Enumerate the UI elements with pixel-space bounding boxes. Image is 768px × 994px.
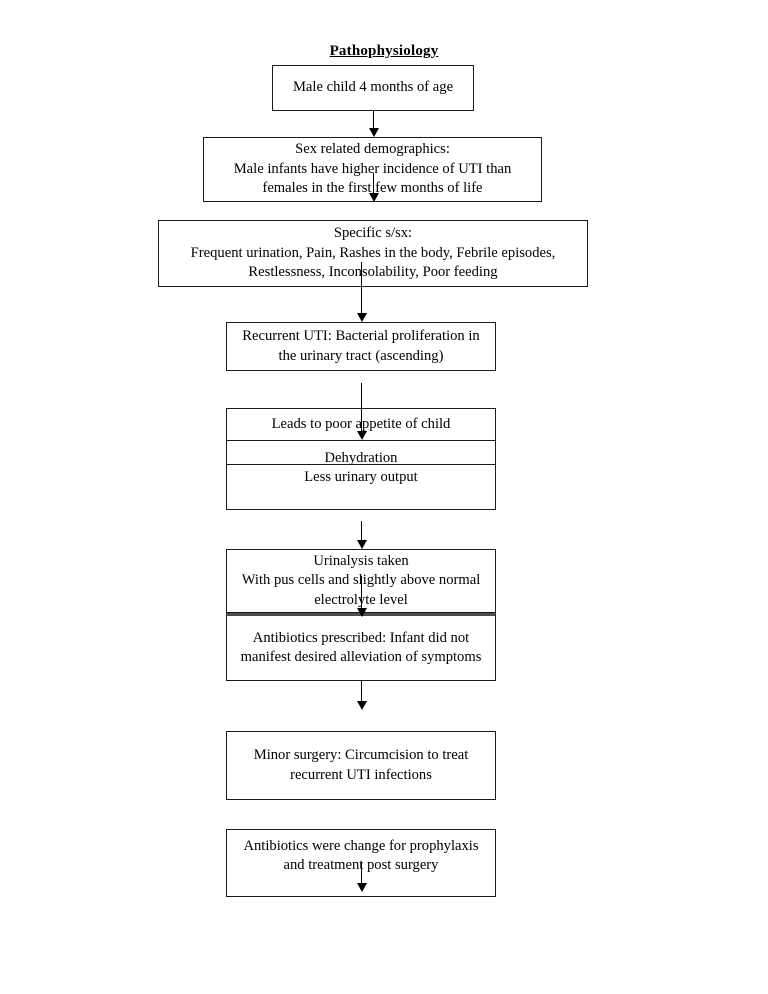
arrow-signs-symptoms-to-recurrent-uti — [356, 262, 367, 322]
node-less-urinary-output-label: Less urinary output — [304, 469, 418, 486]
node-antibiotics-prescribed: Antibiotics prescribed: Infant did not m… — [226, 613, 496, 681]
arrow-less-urinary-output-to-urinalysis — [356, 521, 367, 549]
node-male-child-label: Male child 4 months of age — [292, 79, 454, 96]
node-dehydration-label: Dehydration — [324, 450, 398, 466]
node-recurrent-uti: Recurrent UTI: Bacterial proliferation i… — [226, 322, 496, 371]
arrow-antibiotics-prescribed-to-minor-surgery — [356, 681, 367, 710]
arrow-recurrent-uti-to-poor-appetite — [356, 383, 367, 440]
arrow-antibiotics-prophylaxis-outgoing — [356, 862, 367, 892]
node-recurrent-uti-label: Recurrent UTI: Bacterial proliferation i… — [242, 328, 480, 364]
node-urinalysis-label: Urinalysis taken With pus cells and slig… — [241, 552, 481, 608]
node-antibiotics-prescribed-label: Antibiotics prescribed: Infant did not m… — [240, 629, 482, 665]
node-minor-surgery: Minor surgery: Circumcision to treat rec… — [226, 731, 496, 800]
arrow-male-child-to-demographics — [368, 111, 379, 137]
node-poor-appetite-label: Leads to poor appetite of child — [271, 415, 451, 432]
node-male-child: Male child 4 months of age — [272, 65, 474, 111]
page-title: Pathophysiology — [329, 43, 439, 59]
node-sex-related-demographics-label: Sex related demographics: Male infants h… — [233, 141, 512, 197]
node-sex-related-demographics: Sex related demographics: Male infants h… — [203, 137, 542, 202]
node-antibiotics-prophylaxis-label: Antibiotics were change for prophylaxis … — [243, 838, 479, 874]
node-minor-surgery-label: Minor surgery: Circumcision to treat rec… — [253, 747, 469, 783]
node-specific-signs-symptoms-label: Specific s/sx: Frequent urination, Pain,… — [190, 225, 556, 281]
arrow-urinalysis-to-antibiotics-prescribed — [356, 576, 367, 617]
node-dehydration-group: Dehydration Less urinary output — [226, 441, 496, 510]
arrow-demographics-to-signs-symptoms — [368, 173, 379, 202]
dehydration-strike-line — [226, 464, 496, 466]
node-specific-signs-symptoms: Specific s/sx: Frequent urination, Pain,… — [158, 220, 588, 287]
